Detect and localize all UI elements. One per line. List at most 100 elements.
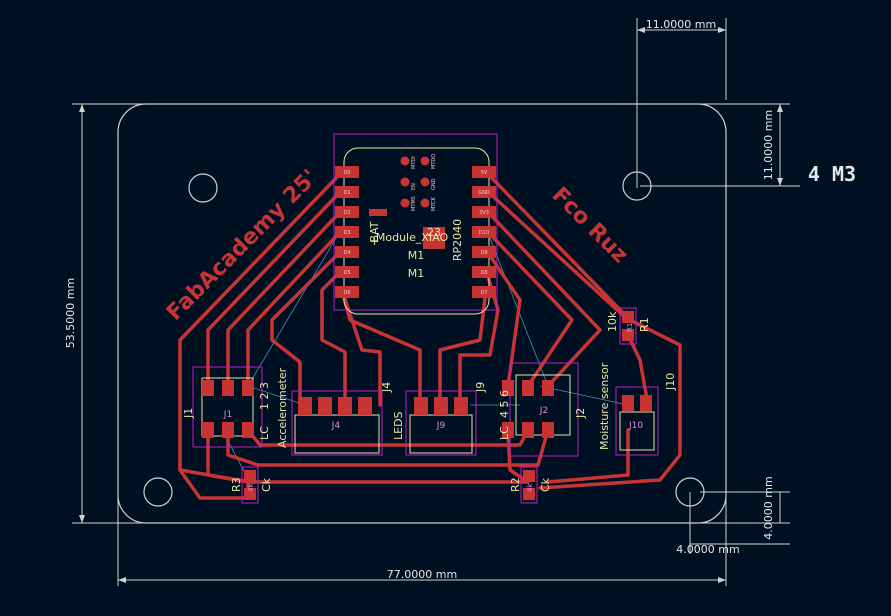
resistor-r3[interactable]	[241, 466, 259, 504]
r1-body-ref: R1	[626, 323, 634, 332]
xiao-pad-right-3[interactable]	[472, 226, 496, 238]
connector-j4[interactable]	[291, 390, 383, 456]
dim-top-width: 11.0000 mm	[646, 18, 716, 31]
r2-ref: R2	[509, 477, 522, 492]
mounting-hole-top-right[interactable]	[622, 171, 652, 201]
connector-j2[interactable]	[502, 362, 579, 457]
r2-value: 4k	[526, 483, 534, 492]
j9-body-ref: J9	[436, 421, 446, 431]
j2-pad-2[interactable]	[522, 380, 534, 396]
j1-pad-6[interactable]	[242, 422, 254, 438]
xiao-pin-label: GND	[478, 190, 490, 196]
j2-pad-1[interactable]	[502, 380, 514, 396]
moisture-label: Moisture sensor	[598, 362, 611, 450]
xiao-pin-label: D5	[343, 270, 350, 276]
xiao-pad-right-1[interactable]	[472, 186, 496, 198]
xiao-top-pin-label: EN	[411, 183, 417, 190]
j9-pad-3[interactable]	[454, 397, 468, 415]
mounting-hole-bottom-left[interactable]	[143, 477, 173, 507]
pad-23-label: 23	[427, 226, 441, 239]
xiao-top-pad[interactable]	[420, 156, 430, 166]
xiao-pad-left-6[interactable]	[335, 286, 359, 298]
resistor-r2[interactable]	[520, 466, 538, 504]
j2-pad-4[interactable]	[502, 422, 514, 438]
bat-pad-plus[interactable]	[369, 209, 387, 216]
r2-ck: Ck	[539, 477, 552, 492]
j4-pad-1[interactable]	[298, 397, 312, 415]
xiao-pad-right-0[interactable]	[472, 166, 496, 178]
r1-pad-1[interactable]	[622, 311, 634, 323]
xiao-pin-label: 3V3	[479, 210, 489, 216]
xiao-pad-right-4[interactable]	[472, 246, 496, 258]
xiao-top-pad[interactable]	[400, 177, 410, 187]
j4-pad-3[interactable]	[338, 397, 352, 415]
j1-pad-1[interactable]	[202, 380, 214, 396]
j10-pad-2[interactable]	[640, 395, 652, 411]
xiao-top-pad[interactable]	[400, 198, 410, 208]
xiao-pad-left-0[interactable]	[335, 166, 359, 178]
j9-pad-2[interactable]	[434, 397, 448, 415]
j1-lc: LC	[258, 426, 271, 440]
j1-pad-5[interactable]	[222, 422, 234, 438]
j4-ref: J4	[380, 382, 393, 393]
xiao-pad-right-2[interactable]	[472, 206, 496, 218]
xiao-top-pad[interactable]	[420, 198, 430, 208]
xiao-pad-right-6[interactable]	[472, 286, 496, 298]
j1-pad-3[interactable]	[242, 380, 254, 396]
connector-j9[interactable]	[405, 390, 477, 456]
j2-pad-5[interactable]	[522, 422, 534, 438]
r3-courtyard	[241, 466, 259, 504]
j1-pad-2[interactable]	[222, 380, 234, 396]
j2-pad-3[interactable]	[542, 380, 554, 396]
r3-pad-1[interactable]	[244, 470, 256, 482]
pad-23[interactable]	[423, 227, 445, 249]
xiao-pad-left-1[interactable]	[335, 186, 359, 198]
r2-pad-2[interactable]	[523, 488, 535, 500]
board-outline[interactable]	[117, 103, 727, 524]
mounting-hole-bottom-right[interactable]	[675, 477, 705, 507]
j2-pins-label: 4 5 6	[498, 390, 511, 418]
dimension-arrows	[79, 27, 783, 583]
j2-body-ref: J2	[539, 406, 548, 416]
xiao-pad-left-2[interactable]	[335, 206, 359, 218]
xiao-top-pin-label: MTDO	[431, 154, 437, 169]
module-value: RP2040	[451, 219, 464, 261]
j4-pad-4[interactable]	[358, 397, 372, 415]
accelerometer-label: Accelerometer	[276, 367, 289, 448]
j10-pad-1[interactable]	[622, 395, 634, 411]
j9-courtyard	[405, 390, 477, 456]
bat-label: BAT	[368, 221, 381, 242]
xiao-pad-left-3[interactable]	[335, 226, 359, 238]
r1-ref: R1	[638, 317, 651, 332]
j1-courtyard	[192, 366, 263, 448]
xiao-courtyard	[333, 133, 498, 311]
j1-pad-4[interactable]	[202, 422, 214, 438]
r1-value: 10k	[606, 311, 619, 332]
r2-pad-1[interactable]	[523, 470, 535, 482]
xiao-top-pad[interactable]	[420, 177, 430, 187]
mounting-hole-top-left[interactable]	[188, 173, 218, 203]
xiao-top-pin-label: MTCK	[431, 196, 437, 211]
xiao-pad-left-5[interactable]	[335, 266, 359, 278]
connector-j1[interactable]	[192, 366, 263, 448]
dim-right-height: 11.0000 mm	[762, 110, 775, 180]
j9-pad-1[interactable]	[414, 397, 428, 415]
connector-j10[interactable]	[615, 386, 659, 456]
xiao-pin-label: D10	[479, 230, 489, 236]
j2-lc: LC	[498, 426, 511, 440]
xiao-pad-left-4[interactable]	[335, 246, 359, 258]
j1-body-ref: J1	[223, 410, 232, 420]
xiao-pad-right-5[interactable]	[472, 266, 496, 278]
r3-pad-2[interactable]	[244, 488, 256, 500]
resistor-r1[interactable]	[619, 307, 637, 345]
j2-courtyard	[509, 362, 579, 457]
j2-pad-6[interactable]	[542, 422, 554, 438]
xiao-pin-label: D3	[343, 230, 350, 236]
j4-pad-2[interactable]	[318, 397, 332, 415]
xiao-top-pad[interactable]	[400, 156, 410, 166]
r3-value: 4k	[247, 483, 255, 492]
r1-pad-2[interactable]	[622, 329, 634, 341]
